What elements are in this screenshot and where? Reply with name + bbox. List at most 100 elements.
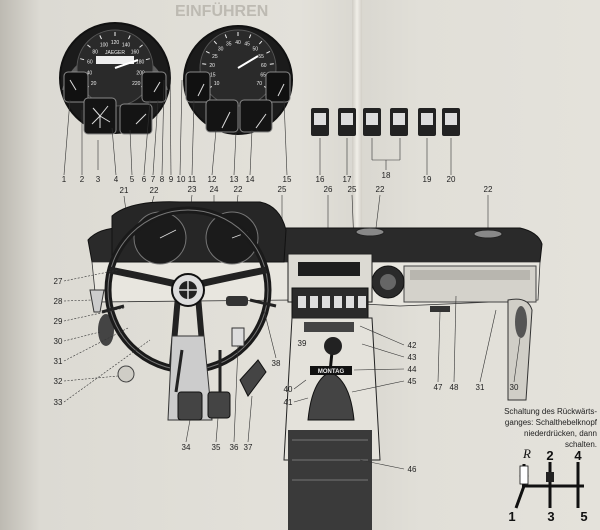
callout-29: 29 [54,317,63,326]
gear-label-2: 2 [546,448,553,463]
tach-label-tick-4 [213,40,218,45]
callout-22d: 22 [484,185,493,194]
oil-pressure-gauge [185,71,211,103]
tach-label-tick-3 [205,50,210,54]
callout-5: 5 [130,175,135,184]
tach-label-tick-7 [248,34,252,39]
pedal-area [167,327,267,421]
cigarette-lighter [117,365,135,383]
callout-30b: 30 [510,383,519,392]
callout-10: 10 [177,175,186,184]
speed-label-0: 20 [91,81,97,87]
callout-15: 15 [283,175,292,184]
speed-label-5: 120 [111,40,120,46]
callout-23: 23 [188,185,197,194]
callout-43: 43 [408,353,417,362]
wiper-stalk [101,304,125,314]
speedometer-brand: JAEGER [105,50,125,56]
gear-label-1: 1 [508,509,515,524]
tach-label-0: 10 [214,81,220,87]
callout-31a: 31 [54,357,63,366]
defroster-vent [355,227,385,237]
ammeter-gauge [205,99,239,133]
callout-4: 4 [114,175,119,184]
callout-16: 16 [316,175,325,184]
callout-38: 38 [272,359,281,368]
gear-label-3: 3 [547,509,554,524]
callout-35: 35 [212,443,221,452]
speed-label-7: 160 [131,49,140,55]
callout-30a: 30 [54,337,63,346]
caption-line-3: niederdrücken, dann [524,429,597,438]
callout-24: 24 [210,185,219,194]
temp-gauge [119,103,153,135]
brake-pedal [207,391,231,419]
ignition-lock [226,296,248,306]
reverse-arrow [519,465,529,485]
callout-22c: 22 [376,185,385,194]
callout-45: 45 [408,377,417,386]
tach-label-9: 55 [258,54,264,60]
neutral-arrow [546,472,554,482]
callout-36: 36 [230,443,239,452]
callout-33: 33 [54,398,63,407]
callout-37: 37 [244,443,253,452]
callout-21: 21 [120,186,129,195]
speed-label-10: 220 [132,81,141,87]
caption-line-4: schalten. [564,440,597,449]
console-badge [310,366,352,375]
warning-switches [311,108,460,136]
speed-label-9: 200 [136,71,145,77]
gear-shift-diagram: R 2 4 1 3 5 [508,446,587,524]
callout-13: 13 [230,175,239,184]
callout-41: 41 [284,398,293,407]
tach-label-tick-5 [224,34,228,39]
speedometer-needle [114,59,139,69]
callout-46: 46 [408,465,417,474]
callout-48: 48 [450,383,459,392]
speed-label-8: 180 [136,59,145,65]
callout-8: 8 [160,175,165,184]
speed-label-4: 100 [100,42,109,48]
callout-18: 18 [382,171,391,180]
callout-28: 28 [54,297,63,306]
gear-label-4: 4 [574,448,582,463]
tachometer-needle [237,55,259,69]
gear-label-r: R [522,446,531,461]
callout-39: 39 [298,339,307,348]
callout-47: 47 [434,383,443,392]
callout-7: 7 [151,175,156,184]
fuel-level-gauge [239,99,273,133]
callout-34: 34 [182,443,191,452]
speed-label-1: 40 [87,71,93,77]
speed-label-tick-3 [87,44,91,48]
tach-label-tick-2 [202,63,207,65]
speed-label-tick-8 [145,58,150,61]
indicator-stalk [249,298,277,308]
glovebox-latch [430,306,450,312]
hood-release [231,327,245,347]
tach-label-11: 65 [260,72,266,78]
tach-label-6: 40 [235,40,241,46]
water-temp-gauge [265,71,291,103]
callout-40: 40 [284,385,293,394]
callout-42: 42 [408,341,417,350]
callout-1: 1 [62,175,67,184]
reverse-gear-caption: Schaltung des Rückwärts- ganges: Schalth… [447,406,597,450]
faded-title: EINFÜHREN [175,1,268,20]
door-handle [515,306,527,338]
speed-label-6: 140 [122,42,131,48]
accelerator-pedal [239,359,267,397]
tach-label-12: 70 [257,81,263,87]
tach-label-tick-9 [266,50,271,54]
tach-label-tick-10 [269,63,274,65]
tach-label-2: 20 [209,63,215,69]
callout-22a: 22 [150,186,159,195]
tach-label-3: 25 [212,54,218,60]
callout-3: 3 [96,175,101,184]
speed-label-3: 80 [92,49,98,55]
